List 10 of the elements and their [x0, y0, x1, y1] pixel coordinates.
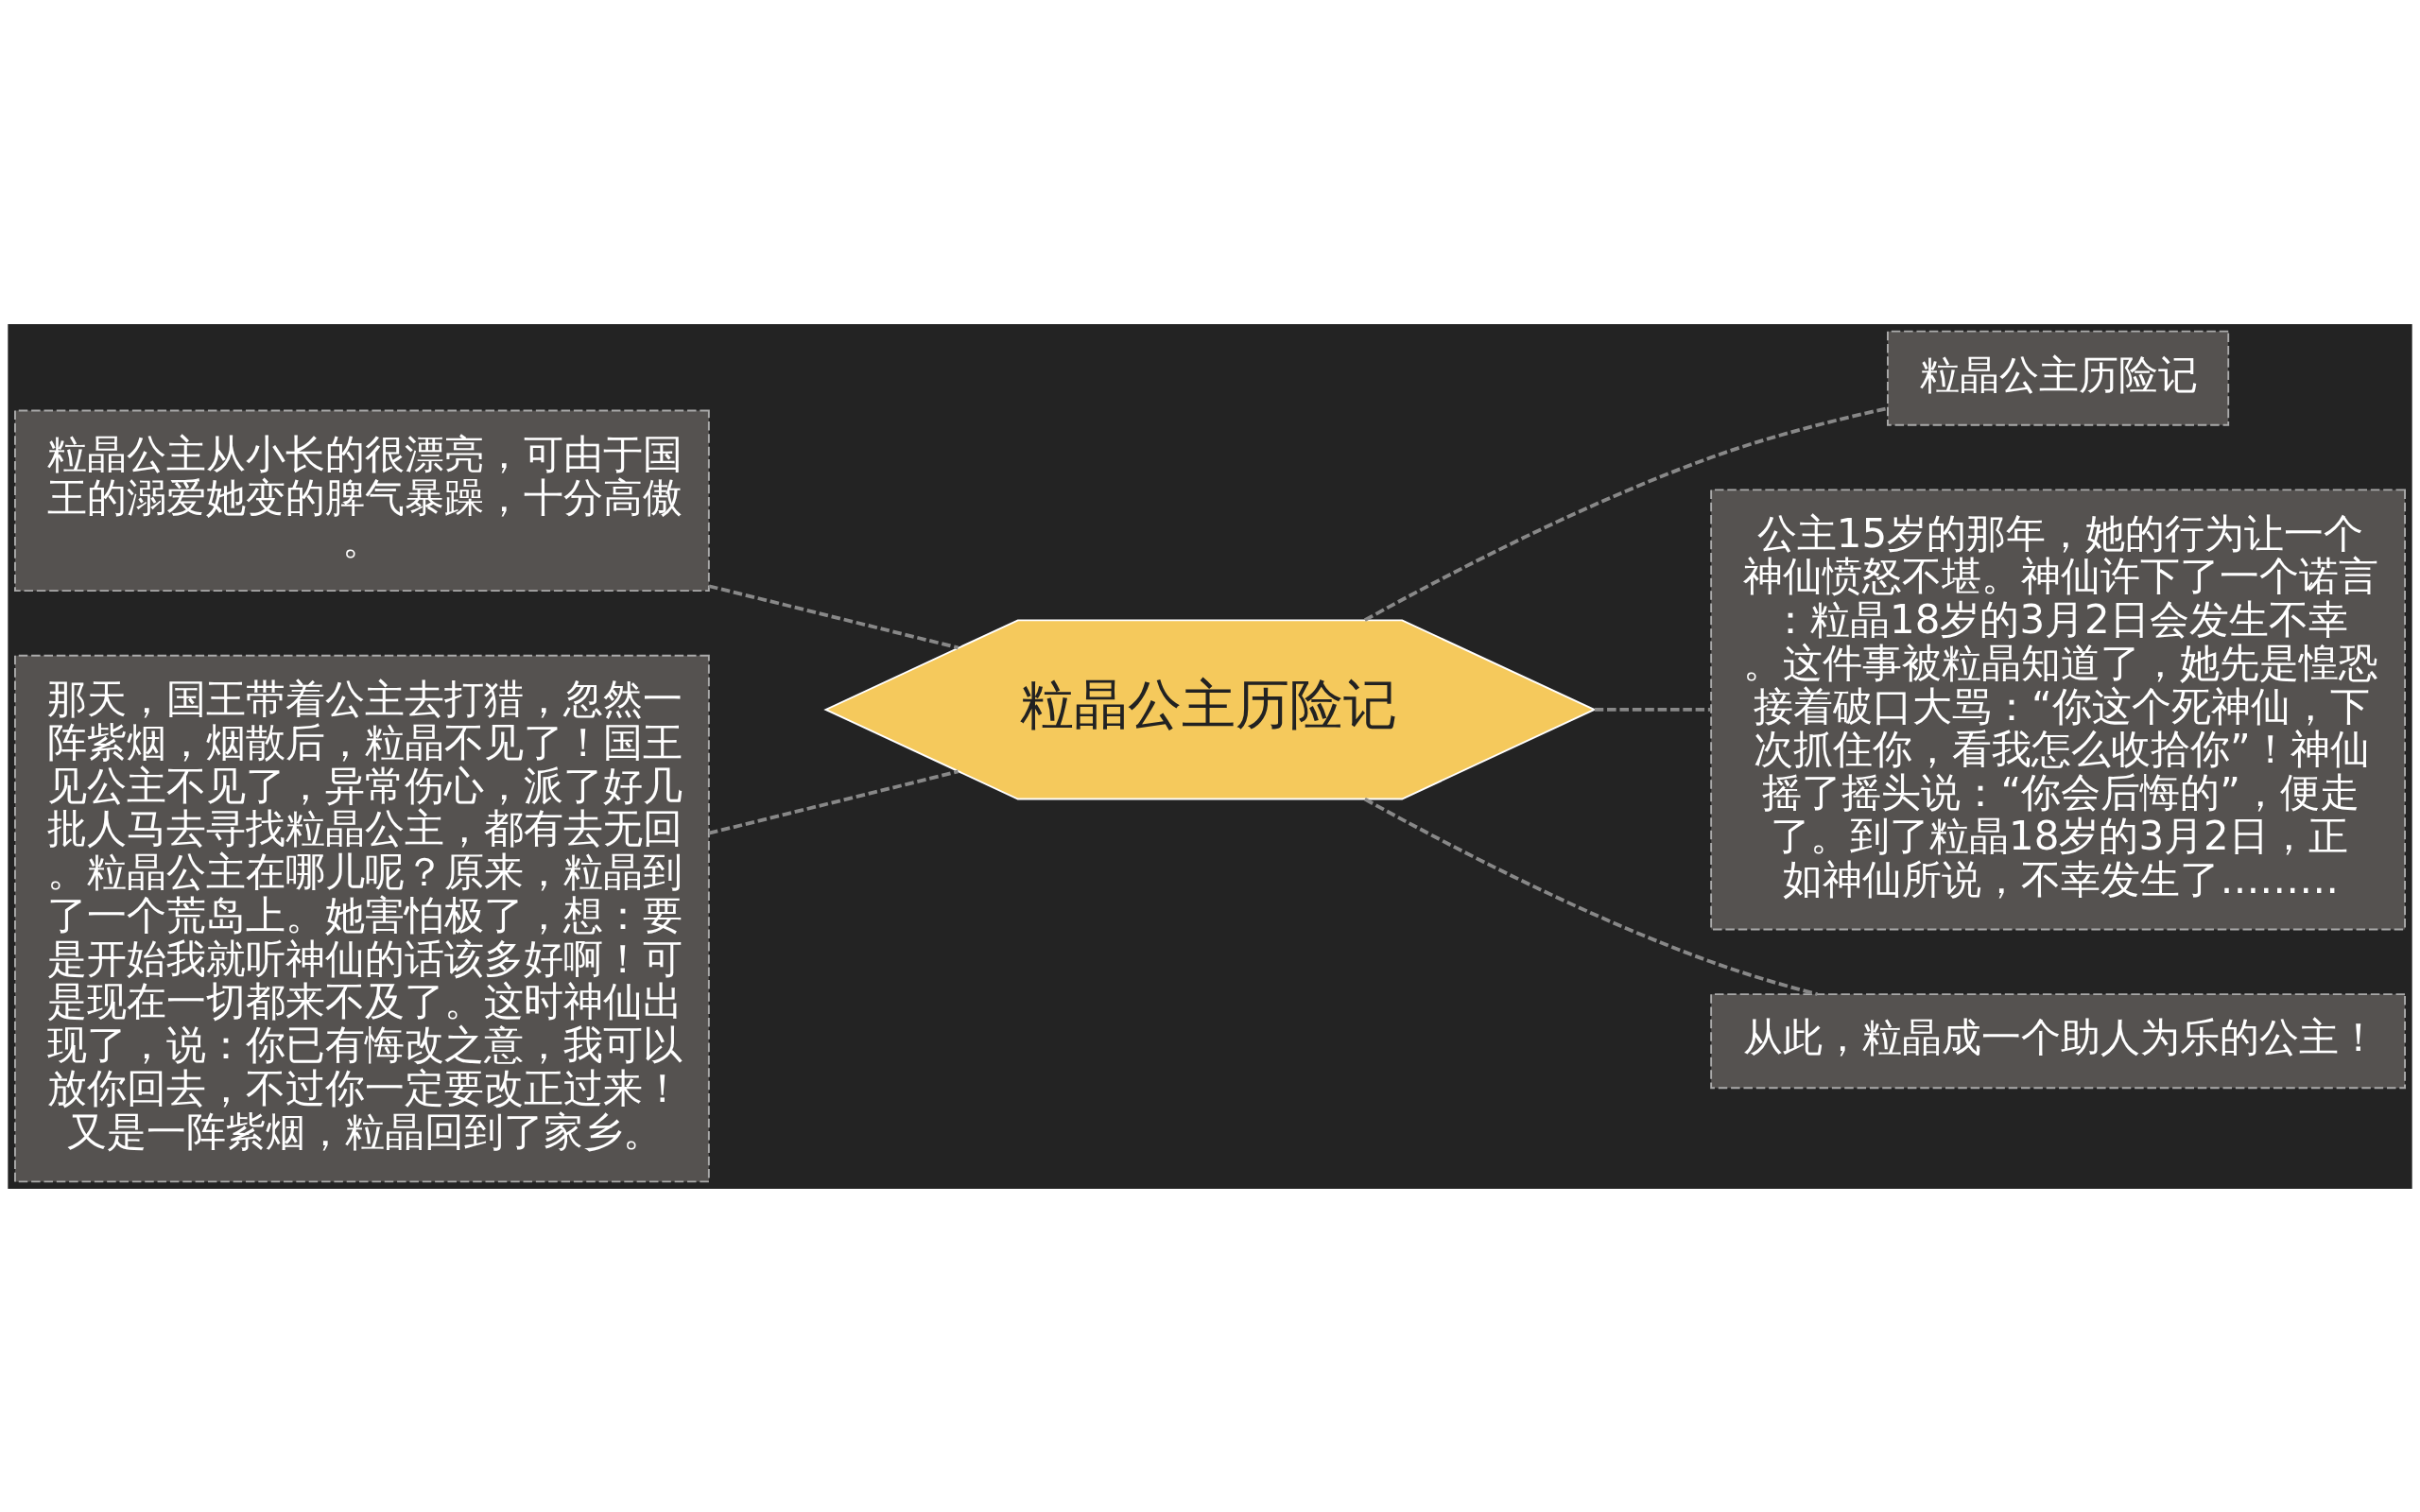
- node-box: 那天，国王带着公主去打猎，忽然一阵紫烟，烟散后，粒晶不见了！国王见公主不见了，异常伤心，派了好几批人马去寻找粒晶公主，都有去无回。粒晶公主在哪儿呢？原来，粒晶到了一个荒岛上。她害怕极了，想：要是开始我就听神仙的话该多好啊！可是现在一切都来不及了。这时神仙出现了，说：你已有悔改之意，我可以放你回去，不过你一定要改正过来！又是一阵紫烟，粒晶回到了家乡。: [14, 654, 710, 1182]
- node-box: 粒晶公主从小长的很漂亮，可由于国王的溺爱她变的脾气暴躁，十分高傲。: [14, 409, 710, 592]
- connector: [708, 583, 959, 649]
- connector: [1594, 707, 1711, 712]
- connector: [708, 769, 959, 834]
- connector: [1363, 797, 1818, 996]
- node-box: 公主15岁的那年，她的行为让一个神仙愤怒不堪。神仙许下了一个诺言：粒晶18岁的3月2日会发生不幸。这件事被粒晶知道了，她先是惶恐接着破口大骂：“你这个死神仙，下次抓住你，看我怎么收拾你”！神仙摇了摇头说：“你会后悔的”，便走了。到了粒晶18岁的3月2日，正如神仙所说，不幸发生了………: [1710, 488, 2406, 930]
- node-box: 粒晶公主历险记: [1887, 330, 2230, 426]
- node-box: 从此，粒晶成一个助人为乐的公主！: [1710, 992, 2406, 1089]
- connector: [1363, 405, 1888, 622]
